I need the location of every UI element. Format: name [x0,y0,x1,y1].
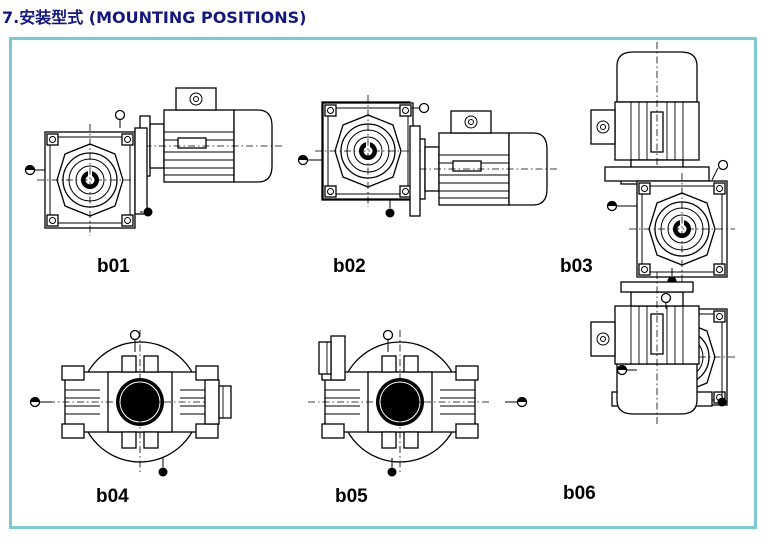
position-label-b04: b04 [96,486,129,507]
position-label-b02: b02 [333,256,366,277]
position-b02-drawing [297,94,558,218]
position-label-b06: b06 [563,483,596,504]
position-label-b05: b05 [335,486,368,507]
position-label-b03: b03 [560,256,593,277]
position-b03-drawing [590,41,736,286]
position-b05-drawing [307,329,528,477]
section-title: 7.安装型式 (MOUNTING POSITIONS) [2,8,307,27]
position-b06-drawing [590,271,736,425]
position-label-b01: b01 [97,256,130,277]
position-b01-drawing [24,87,283,237]
position-b04-drawing [29,329,233,477]
